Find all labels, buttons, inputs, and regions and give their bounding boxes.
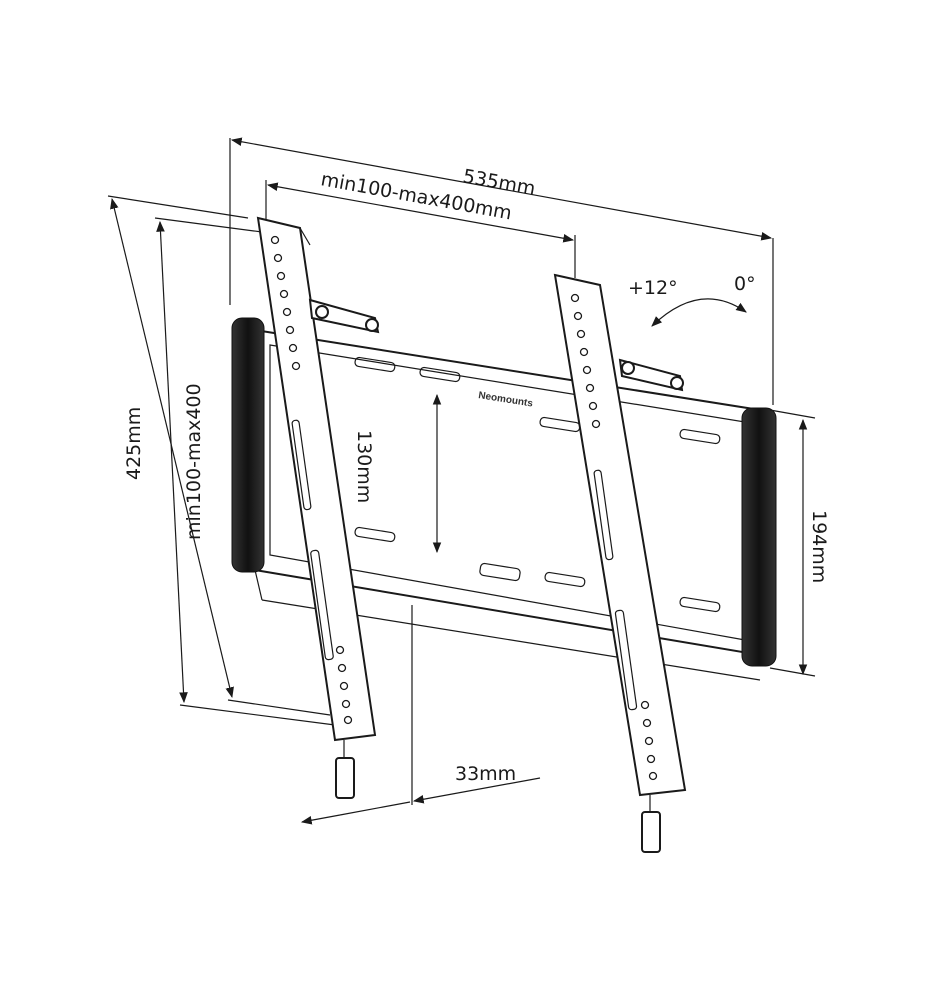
right-safety-lock — [641, 811, 661, 853]
tilt-indicator: +12° 0° — [628, 273, 756, 327]
dimension-plate-height: 194mm — [769, 409, 830, 677]
left-end-pad — [231, 317, 265, 573]
right-rail — [553, 273, 687, 853]
svg-text:+12°: +12° — [628, 277, 678, 299]
dimension-vesa-height: min100-max400 — [154, 217, 336, 726]
dimension-plate-inner-height: 130mm — [353, 393, 442, 554]
left-rail — [256, 216, 380, 799]
svg-text:130mm: 130mm — [353, 430, 375, 503]
svg-text:33mm: 33mm — [455, 763, 516, 785]
svg-text:min100-max400: min100-max400 — [183, 383, 205, 540]
svg-text:0°: 0° — [734, 273, 756, 295]
svg-text:194mm: 194mm — [808, 510, 830, 583]
right-end-pad — [741, 407, 777, 667]
svg-text:425mm: 425mm — [123, 407, 145, 480]
dimension-wall-distance: 33mm — [300, 605, 541, 825]
left-safety-lock — [335, 757, 355, 799]
